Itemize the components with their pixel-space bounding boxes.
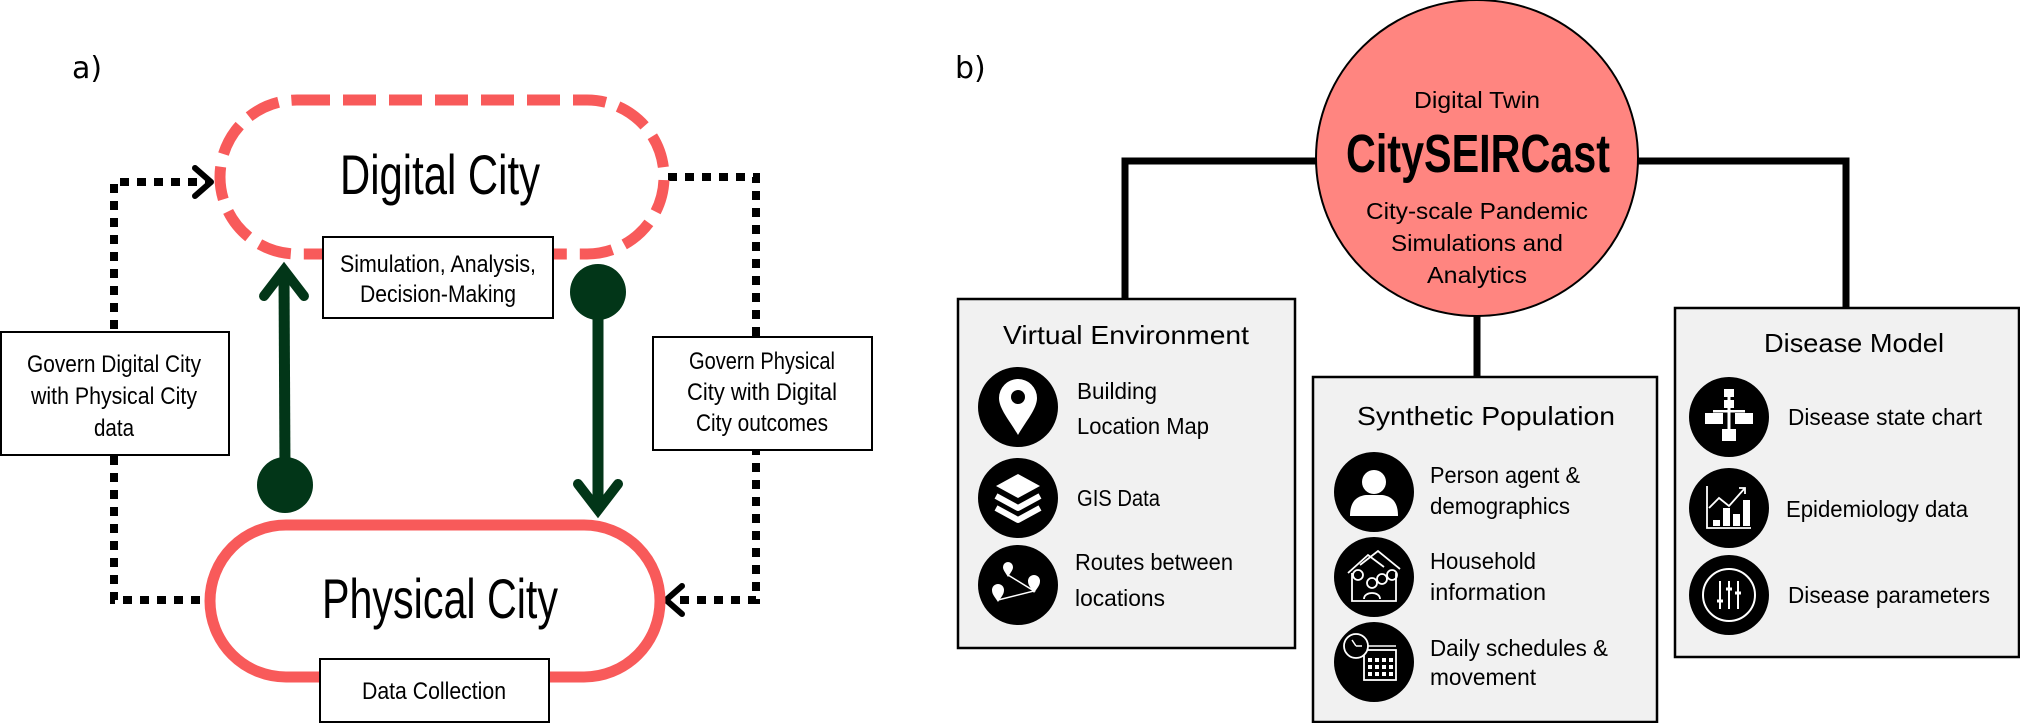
item-line: Daily schedules & <box>1430 635 1608 661</box>
item-line: Routes between <box>1075 549 1233 575</box>
arrow-origin-dot <box>570 264 626 320</box>
item-line: Household <box>1430 548 1536 574</box>
item-line: Person agent & <box>1430 462 1580 488</box>
arrow-head-down-icon <box>573 479 623 519</box>
module-title: Disease Model <box>1764 328 1944 358</box>
hub-node: Digital Twin CitySEIRCast City-scale Pan… <box>1315 0 1639 317</box>
feedback-line: Govern Physical <box>689 348 835 375</box>
module-item: Epidemiology data <box>1689 468 1968 548</box>
caption-line: Simulation, Analysis, <box>340 251 536 278</box>
feedback-line: City with Digital <box>687 379 837 406</box>
panel-a-label: a) <box>72 51 102 86</box>
state-chart-icon <box>1689 377 1769 457</box>
sliders-icon <box>1689 555 1769 635</box>
schedule-icon <box>1334 622 1414 702</box>
module-item: Disease parameters <box>1689 555 1990 635</box>
hub-description-line: Simulations and <box>1391 230 1563 256</box>
module-title: Virtual Environment <box>1003 320 1250 350</box>
module-synthetic-population: Synthetic Population Person agent & demo… <box>1311 375 1659 723</box>
item-line: Building <box>1077 378 1157 404</box>
hub-title: CitySEIRCast <box>1346 124 1610 184</box>
feedback-line: Govern Digital City <box>27 351 201 378</box>
left-feedback-box: Govern Digital City with Physical City d… <box>0 331 230 456</box>
epidemiology-chart-icon <box>1689 468 1769 548</box>
module-item: Daily schedules & movement <box>1334 622 1608 702</box>
item-line: information <box>1430 579 1546 605</box>
arrow-origin-dot <box>257 457 313 513</box>
map-pin-icon <box>978 367 1058 447</box>
item-line: locations <box>1075 585 1165 611</box>
item-line: Location Map <box>1077 413 1209 439</box>
arrow-head-up-icon <box>259 261 309 301</box>
module-item: Disease state chart <box>1689 377 1983 457</box>
module-virtual-environment: Virtual Environment Building Location Ma… <box>956 297 1297 650</box>
decision-flow-down-arrow <box>570 264 626 519</box>
caption-line: Data Collection <box>362 678 506 705</box>
module-disease-model: Disease Model Disease state chart <box>1673 306 2020 659</box>
hub-description-line: City-scale Pandemic <box>1366 198 1588 224</box>
chevron-left-icon <box>663 583 685 617</box>
item-line: Disease state chart <box>1788 404 1983 430</box>
layers-icon <box>978 458 1058 538</box>
right-feedback-box: Govern Physical City with Digital City o… <box>652 336 873 451</box>
module-item: Building Location Map <box>978 367 1209 447</box>
person-icon <box>1334 452 1414 532</box>
hub-subtitle: Digital Twin <box>1414 87 1540 113</box>
feedback-line: City outcomes <box>696 410 828 437</box>
hub-connectors <box>1121 157 1850 378</box>
module-item: Routes between locations <box>978 545 1233 625</box>
panel-b: b) Digital Twin CitySEIRCast City-scale … <box>955 0 2020 723</box>
digital-city-title: Digital City <box>340 143 540 206</box>
item-line: movement <box>1430 664 1537 690</box>
chevron-right-icon <box>192 165 214 199</box>
physical-city-caption-box: Data Collection <box>319 658 550 723</box>
household-icon <box>1334 537 1414 617</box>
feedback-line: data <box>94 415 135 442</box>
module-item: Household information <box>1334 537 1546 617</box>
route-icon <box>978 545 1058 625</box>
feedback-line: with Physical City <box>30 383 197 410</box>
item-line: Epidemiology data <box>1786 496 1968 522</box>
item-line: GIS Data <box>1077 485 1160 511</box>
item-line: Disease parameters <box>1788 582 1990 608</box>
hub-description-line: Analytics <box>1427 262 1527 288</box>
module-item: Person agent & demographics <box>1334 452 1580 532</box>
right-feedback-connector <box>663 173 760 617</box>
panel-a: a) Digital City Physical City <box>0 51 873 723</box>
item-line: demographics <box>1430 493 1570 519</box>
caption-line: Decision-Making <box>360 281 516 308</box>
module-title: Synthetic Population <box>1357 401 1615 431</box>
panel-b-label: b) <box>955 51 986 86</box>
data-flow-up-arrow <box>257 261 313 513</box>
physical-city-title: Physical City <box>322 567 558 630</box>
digital-city-caption-box: Simulation, Analysis, Decision-Making <box>322 236 554 319</box>
module-item: GIS Data <box>978 458 1160 538</box>
